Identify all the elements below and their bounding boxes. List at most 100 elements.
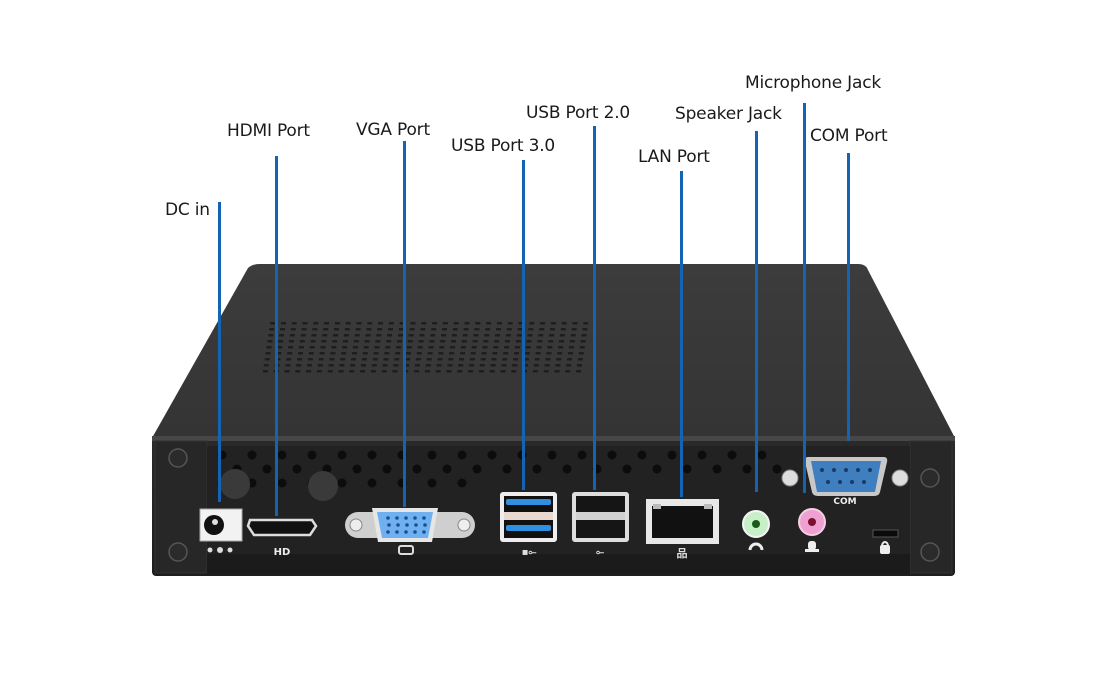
vent-slot <box>462 334 468 337</box>
leader-vga <box>403 141 406 507</box>
vent-slot <box>375 340 381 343</box>
vent-hole <box>472 464 482 474</box>
vent-slot <box>489 370 495 373</box>
vent-slot <box>496 322 502 325</box>
vent-slot <box>481 352 487 355</box>
vent-hole <box>532 464 542 474</box>
vent-slot <box>377 328 383 331</box>
vent-slot <box>287 352 293 355</box>
vent-slot <box>426 358 432 361</box>
vent-slot <box>269 328 275 331</box>
hdmi-port: HD <box>246 518 318 558</box>
vent-slot <box>406 346 412 349</box>
vent-slot <box>321 340 327 343</box>
vent-slot <box>306 370 312 373</box>
vent-slot <box>496 328 501 331</box>
vent-slot <box>399 322 405 325</box>
vent-slot <box>450 346 456 349</box>
vent-slot <box>478 370 484 373</box>
vent-slot <box>280 322 286 325</box>
vent-slot <box>469 358 475 361</box>
vent-slot <box>322 334 328 337</box>
vent-slot <box>415 358 421 361</box>
vent-slot <box>474 328 480 331</box>
vent-slot <box>300 334 306 337</box>
vent-hole <box>367 450 377 460</box>
vent-slot <box>345 322 351 325</box>
vent-hole <box>307 450 317 460</box>
vent-slot <box>537 340 543 343</box>
vent-slot <box>447 364 453 367</box>
chassis-top <box>152 264 955 438</box>
vent-slot <box>428 346 434 349</box>
vent-slot <box>370 370 376 373</box>
vent-slot <box>372 358 378 361</box>
vent-slot <box>569 340 575 343</box>
speaker-jack <box>742 510 770 551</box>
vent-hole <box>727 450 737 460</box>
label-usb2: USB Port 2.0 <box>526 103 631 123</box>
vent-slot <box>341 352 347 355</box>
screw-icon <box>168 448 940 562</box>
vent-slot <box>397 334 403 337</box>
vent-slot <box>451 340 456 343</box>
vent-slot <box>352 346 358 349</box>
vent-slot <box>440 340 446 343</box>
vent-slot <box>266 346 272 349</box>
vent-slot <box>343 340 348 343</box>
vent-slot <box>561 322 567 325</box>
vent-slot <box>504 346 510 349</box>
vent-slot <box>344 328 350 331</box>
vent-slot <box>386 340 392 343</box>
vent-slot <box>366 328 372 331</box>
vent-slot <box>550 322 556 325</box>
vent-slot <box>452 328 458 331</box>
lan-port: 品 <box>646 499 719 560</box>
vent-hole <box>277 478 287 488</box>
vent-hole <box>502 464 512 474</box>
vent-slot <box>316 370 322 373</box>
label-speaker: Speaker Jack <box>675 104 782 124</box>
vent-hole <box>262 464 272 474</box>
vent-slot <box>507 322 513 325</box>
leader-speaker <box>755 131 758 492</box>
label-usb3: USB Port 3.0 <box>451 136 556 156</box>
vent-slot <box>515 340 521 343</box>
vent-slot <box>435 370 441 373</box>
vent-slot <box>295 370 301 373</box>
vent-slot <box>328 364 334 367</box>
vent-slot <box>579 346 585 349</box>
vent-slot <box>546 352 552 355</box>
vent-hole <box>562 464 572 474</box>
vent-slot <box>540 322 546 325</box>
vent-slot <box>524 352 530 355</box>
vent-slot <box>263 364 269 367</box>
vent-slot <box>307 358 313 361</box>
vent-slot <box>342 346 348 349</box>
vent-slot <box>356 322 362 325</box>
vent-slot <box>324 322 330 325</box>
vent-slot <box>365 334 371 337</box>
vent-slot <box>286 358 292 361</box>
vent-hole <box>772 464 782 474</box>
vent-slot <box>334 328 339 331</box>
vent-hole <box>622 464 632 474</box>
vent-slot <box>501 364 507 367</box>
vent-slot <box>384 352 390 355</box>
vent-slot <box>313 322 319 325</box>
leader-usb3 <box>522 160 525 490</box>
vent-slot <box>535 352 541 355</box>
vent-slot <box>334 322 340 325</box>
vent-slot <box>555 364 561 367</box>
vent-slot <box>500 370 506 373</box>
vent-slot <box>280 328 285 331</box>
vent-slot <box>464 322 470 325</box>
vent-slot <box>419 334 425 337</box>
vent-slot <box>439 346 445 349</box>
vent-slot <box>353 340 359 343</box>
vent-slot <box>289 334 295 337</box>
vent-slot <box>449 352 455 355</box>
vent-slot <box>339 364 345 367</box>
vent-slot <box>491 358 497 361</box>
